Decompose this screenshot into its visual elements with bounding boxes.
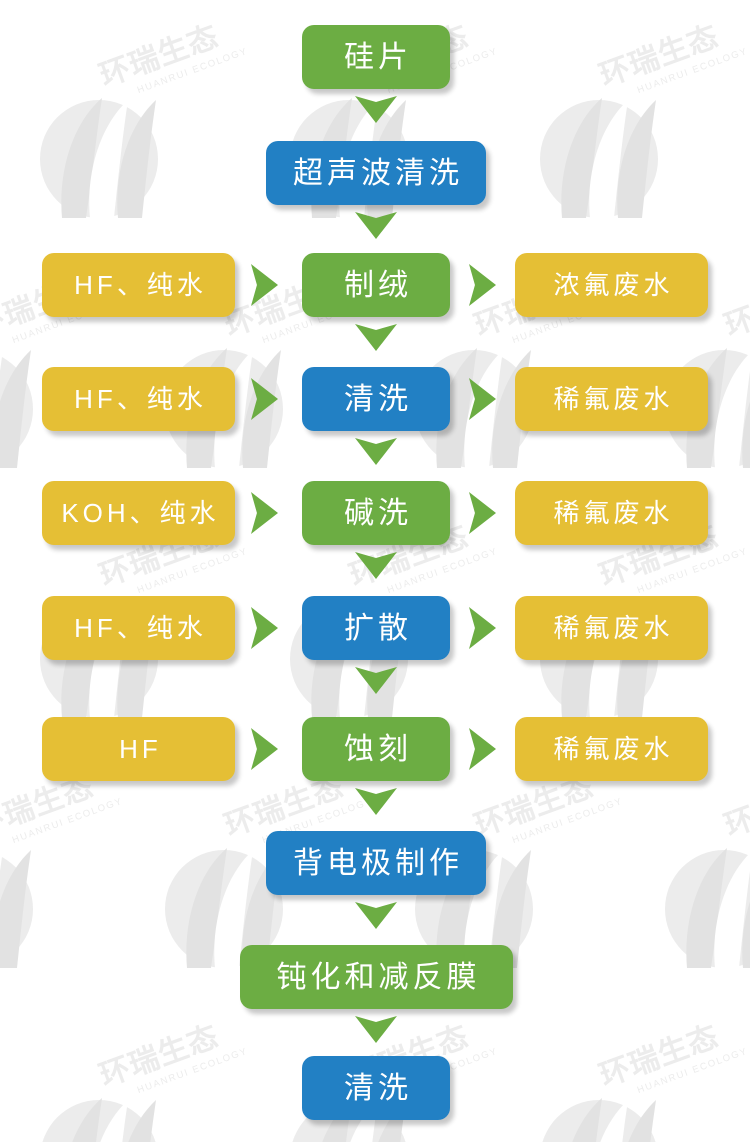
- node-label: 碱洗: [344, 496, 412, 530]
- arrow-down-icon: [355, 902, 397, 929]
- node-ultrasonic-cleaning[interactable]: 超声波清洗: [266, 141, 486, 205]
- node-silicon-wafer[interactable]: 硅片: [302, 25, 450, 89]
- node-label: 稀氟废水: [553, 733, 674, 764]
- node-label: 稀氟废水: [553, 383, 674, 414]
- arrow-down-icon: [355, 552, 397, 579]
- node-label: HF、纯水: [74, 612, 207, 643]
- node-passivation-ar-film[interactable]: 钝化和减反膜: [240, 945, 513, 1009]
- arrow-right-icon: [251, 492, 278, 534]
- arrow-right-icon: [469, 264, 496, 306]
- node-cleaning-1[interactable]: 清洗: [302, 367, 450, 431]
- node-label: 浓氟废水: [553, 269, 674, 300]
- node-label: HF、纯水: [74, 383, 207, 414]
- arrow-down-icon: [355, 324, 397, 351]
- node-label: 扩散: [344, 611, 412, 645]
- node-label: 清洗: [344, 382, 412, 416]
- arrow-right-icon: [469, 378, 496, 420]
- arrow-right-icon: [469, 728, 496, 770]
- arrow-down-icon: [355, 96, 397, 123]
- node-alkali-wash[interactable]: 碱洗: [302, 481, 450, 545]
- node-output-etching[interactable]: 稀氟废水: [515, 717, 708, 781]
- arrow-down-icon: [355, 667, 397, 694]
- arrow-right-icon: [251, 728, 278, 770]
- node-label: 稀氟废水: [553, 612, 674, 643]
- node-output-alkali-wash[interactable]: 稀氟废水: [515, 481, 708, 545]
- arrow-right-icon: [469, 492, 496, 534]
- arrow-down-icon: [355, 438, 397, 465]
- node-label: 背电极制作: [293, 846, 463, 880]
- node-input-etching[interactable]: HF: [42, 717, 235, 781]
- arrow-right-icon: [251, 607, 278, 649]
- node-diffusion[interactable]: 扩散: [302, 596, 450, 660]
- node-input-alkali-wash[interactable]: KOH、纯水: [42, 481, 235, 545]
- node-label: 硅片: [344, 40, 412, 74]
- node-label: 超声波清洗: [293, 156, 463, 190]
- node-input-texturing[interactable]: HF、纯水: [42, 253, 235, 317]
- arrow-down-icon: [355, 788, 397, 815]
- arrow-right-icon: [251, 264, 278, 306]
- node-cleaning-2[interactable]: 清洗: [302, 1056, 450, 1120]
- node-label: 蚀刻: [344, 732, 412, 766]
- node-output-diffusion[interactable]: 稀氟废水: [515, 596, 708, 660]
- node-label: 稀氟废水: [553, 497, 674, 528]
- node-texturing[interactable]: 制绒: [302, 253, 450, 317]
- node-back-electrode[interactable]: 背电极制作: [266, 831, 486, 895]
- node-label: KOH、纯水: [61, 497, 220, 528]
- node-label: 制绒: [344, 268, 412, 302]
- node-label: HF: [119, 733, 162, 764]
- node-label: 清洗: [344, 1071, 412, 1105]
- arrow-right-icon: [469, 607, 496, 649]
- node-label: HF、纯水: [74, 269, 207, 300]
- arrow-right-icon: [251, 378, 278, 420]
- node-output-texturing[interactable]: 浓氟废水: [515, 253, 708, 317]
- node-output-cleaning-1[interactable]: 稀氟废水: [515, 367, 708, 431]
- node-label: 钝化和减反膜: [276, 960, 481, 994]
- arrow-down-icon: [355, 212, 397, 239]
- arrow-down-icon: [355, 1016, 397, 1043]
- node-input-diffusion[interactable]: HF、纯水: [42, 596, 235, 660]
- node-etching[interactable]: 蚀刻: [302, 717, 450, 781]
- node-input-cleaning-1[interactable]: HF、纯水: [42, 367, 235, 431]
